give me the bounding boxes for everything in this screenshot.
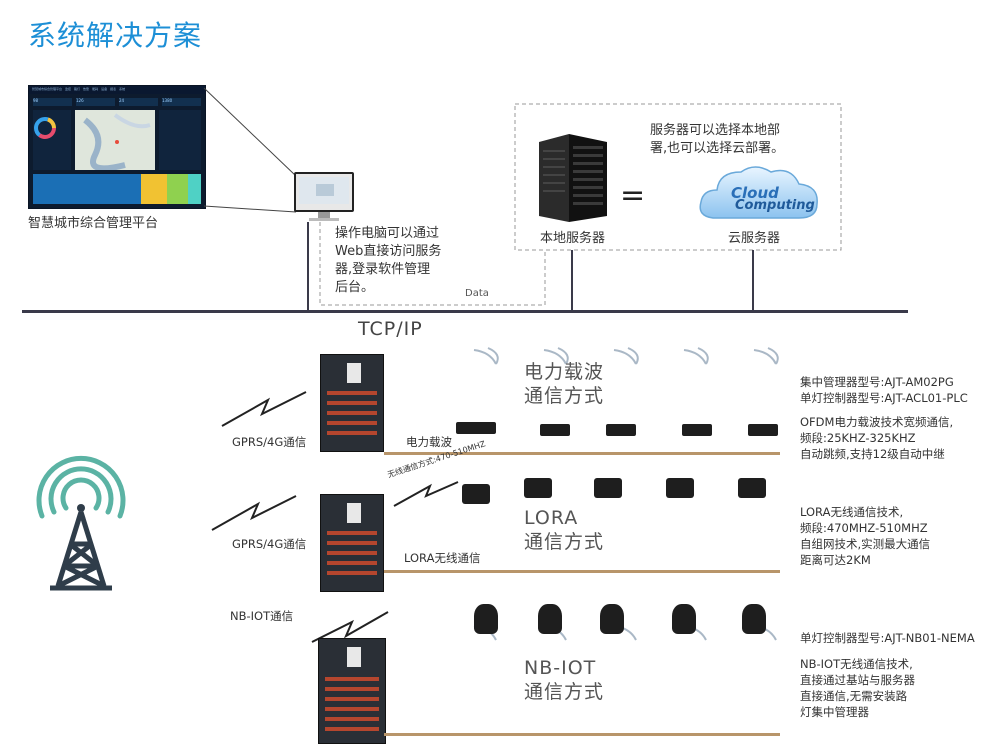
- cloud-icon: Cloud Computing: [695, 160, 825, 226]
- gprs-label-1: GPRS/4G通信: [232, 435, 307, 449]
- platform-label: 智慧城市综合管理平台: [28, 216, 159, 231]
- dashboard-tab: 智慧城市综合管理平台: [32, 87, 63, 91]
- section-name-line: 通信方式: [524, 531, 605, 553]
- control-cabinet-1: [320, 354, 384, 452]
- ground-line-1: [384, 452, 780, 455]
- platform-dashboard: 智慧城市综合管理平台 监控 路灯 告警 能耗 设备 报表 系统 98 126 2…: [28, 85, 206, 209]
- lora-controller: [524, 478, 552, 498]
- stat-card: 1380: [162, 98, 201, 106]
- section-plc-models: 集中管理器型号:AJT-AM02PG 单灯控制器型号:AJT-ACL01-PLC: [800, 374, 968, 406]
- pc-note: 操作电脑可以通过 Web直接访问服务 器,登录软件管理 后台。: [335, 225, 475, 297]
- lora-controller: [666, 478, 694, 498]
- stat-card: 24: [119, 98, 158, 106]
- lora-line-label: LORA无线通信: [404, 551, 481, 565]
- section-nbiot-desc: NB-IOT无线通信技术, 直接通过基站与服务器 直接通信,无需安装路 灯集中管…: [800, 656, 915, 720]
- dashboard-tab: 监控: [65, 87, 72, 91]
- pc-note-line: 器,登录软件管理: [335, 262, 431, 277]
- desc-line: OFDM电力载波技术宽频通信,: [800, 415, 954, 429]
- right-panel: [159, 110, 201, 170]
- dashboard-tab: 报表: [110, 87, 117, 91]
- desc-line: 直接通过基站与服务器: [800, 673, 915, 687]
- nbiot-controller: [538, 604, 562, 634]
- dashboard-tab: 设备: [101, 87, 108, 91]
- pc-note-line: Web直接访问服务: [335, 244, 442, 259]
- donut-chart: [34, 117, 56, 139]
- plc-controller: [606, 424, 636, 436]
- lora-controller: [738, 478, 766, 498]
- nbiot-controller: [742, 604, 766, 634]
- desc-line: 灯集中管理器: [800, 705, 869, 719]
- section-plc-desc: OFDM电力载波技术宽频通信, 频段:25KHZ-325KHZ 自动跳频,支持1…: [800, 414, 953, 462]
- desc-line: 自组网技术,实测最大通信: [800, 537, 931, 551]
- ground-line-3: [384, 733, 780, 736]
- plc-controller: [540, 424, 570, 436]
- data-label: Data: [465, 288, 489, 299]
- section-name-line: NB-IOT: [524, 657, 597, 679]
- cloud-text: Cloud: [731, 184, 779, 202]
- nbiot-controller: [672, 604, 696, 634]
- section-name-line: 电力载波: [524, 361, 605, 383]
- section-name-line: 通信方式: [524, 385, 605, 407]
- model-line: 集中管理器型号:AJT-AM02PG: [800, 375, 954, 389]
- plc-controller: [748, 424, 778, 436]
- section-plc-name: 电力载波 通信方式: [524, 360, 604, 408]
- nbiot-link-label: NB-IOT通信: [230, 609, 294, 623]
- section-nbiot-model: 单灯控制器型号:AJT-NB01-NEMA: [800, 630, 975, 646]
- desc-line: 频段:470MHZ-510MHZ: [800, 521, 928, 535]
- model-line: 单灯控制器型号:AJT-NB01-NEMA: [800, 631, 975, 645]
- lora-controller: [462, 484, 490, 504]
- cloud-server-label: 云服务器: [728, 231, 781, 246]
- network-bus: [22, 310, 908, 313]
- section-lora-name: LORA 通信方式: [524, 506, 604, 554]
- dashboard-tab: 告警: [83, 87, 90, 91]
- desc-line: NB-IOT无线通信技术,: [800, 657, 913, 671]
- dashboard-tab: 路灯: [74, 87, 81, 91]
- section-lora-desc: LORA无线通信技术, 频段:470MHZ-510MHZ 自组网技术,实测最大通…: [800, 504, 930, 568]
- dashboard-tab: 能耗: [92, 87, 99, 91]
- equals-sign: =: [620, 178, 646, 213]
- cell-tower-icon: [28, 452, 134, 592]
- desc-line: LORA无线通信技术,: [800, 505, 904, 519]
- desc-line: 频段:25KHZ-325KHZ: [800, 431, 916, 445]
- model-line: 单灯控制器型号:AJT-ACL01-PLC: [800, 391, 968, 405]
- lora-controller: [594, 478, 622, 498]
- control-cabinet-3: [318, 638, 386, 744]
- server-note: 服务器可以选择本地部 署,也可以选择云部署。: [650, 122, 784, 158]
- control-cabinet-2: [320, 494, 384, 592]
- desc-line: 距离可达2KM: [800, 553, 871, 567]
- nbiot-controller: [474, 604, 498, 634]
- section-nbiot-name: NB-IOT 通信方式: [524, 656, 604, 704]
- server-note-line: 服务器可以选择本地部: [650, 123, 781, 138]
- server-note-line: 署,也可以选择云部署。: [650, 141, 785, 156]
- dashboard-tab: 系统: [119, 87, 126, 91]
- stat-card: 126: [76, 98, 115, 106]
- plc-line-label: 电力载波: [406, 435, 452, 449]
- desc-line: 直接通信,无需安装路: [800, 689, 908, 703]
- pc-note-line: 操作电脑可以通过: [335, 226, 440, 241]
- ground-line-2: [384, 570, 780, 573]
- section-name-line: LORA: [524, 507, 579, 529]
- computing-text: Computing: [735, 198, 815, 213]
- stat-card: 98: [33, 98, 72, 106]
- nbiot-controller: [600, 604, 624, 634]
- desc-line: 自动跳频,支持12级自动中继: [800, 447, 945, 461]
- server-rack-icon: [535, 132, 610, 224]
- left-panel: [33, 110, 71, 170]
- tcp-ip-label: TCP/IP: [358, 318, 423, 340]
- computer-monitor-icon: [294, 172, 354, 224]
- gprs-label-2: GPRS/4G通信: [232, 537, 307, 551]
- map-panel: [75, 110, 155, 170]
- bottom-bar: [33, 174, 201, 204]
- plc-controller: [682, 424, 712, 436]
- local-server-label: 本地服务器: [540, 231, 606, 246]
- pc-note-line: 后台。: [335, 280, 375, 295]
- page-title: 系统解决方案: [28, 19, 203, 52]
- section-name-line: 通信方式: [524, 681, 605, 703]
- plc-controller: [456, 422, 496, 434]
